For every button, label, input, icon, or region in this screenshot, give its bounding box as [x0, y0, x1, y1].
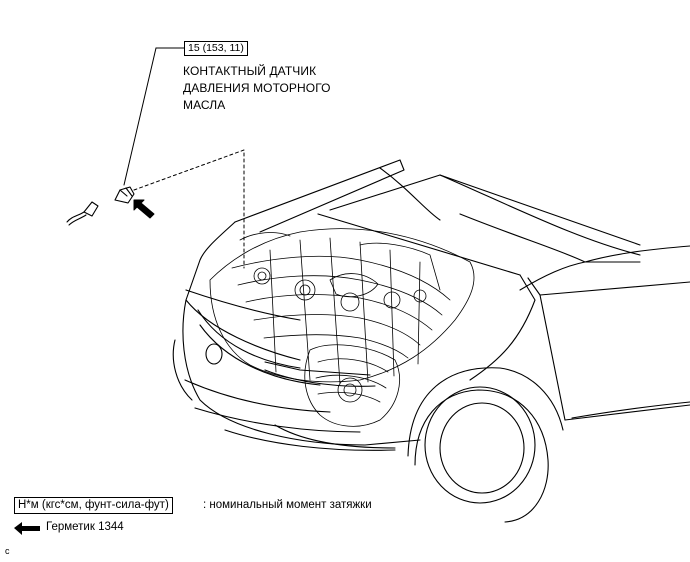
part-name-line-3: МАСЛА: [183, 98, 226, 112]
torque-description: : номинальный момент затяжки: [203, 499, 372, 511]
part-name-line-2: ДАВЛЕНИЯ МОТОРНОГО: [183, 81, 331, 95]
leader-line: [123, 47, 157, 186]
corner-mark: c: [5, 546, 10, 556]
engine-assembly: [209, 228, 475, 427]
brand-emblem: [205, 343, 223, 365]
sealant-label: Герметик 1344: [46, 521, 124, 533]
legend-arrow-icon: [14, 522, 40, 535]
part-name-caption: КОНТАКТНЫЙ ДАТЧИК ДАВЛЕНИЯ МОТОРНОГО МАС…: [183, 63, 331, 114]
part-name-line-1: КОНТАКТНЫЙ ДАТЧИК: [183, 64, 317, 78]
connector-plug: [66, 201, 99, 226]
torque-spec-box: 15 (153, 11): [184, 41, 248, 56]
car-body: [172, 159, 690, 523]
oil-pressure-switch: [114, 186, 135, 204]
dashed-reference-line: [133, 149, 245, 269]
torque-units-box: Н*м (кгс*см, фунт-сила-фут): [14, 497, 173, 514]
sealant-arrow-icon: [133, 199, 155, 219]
